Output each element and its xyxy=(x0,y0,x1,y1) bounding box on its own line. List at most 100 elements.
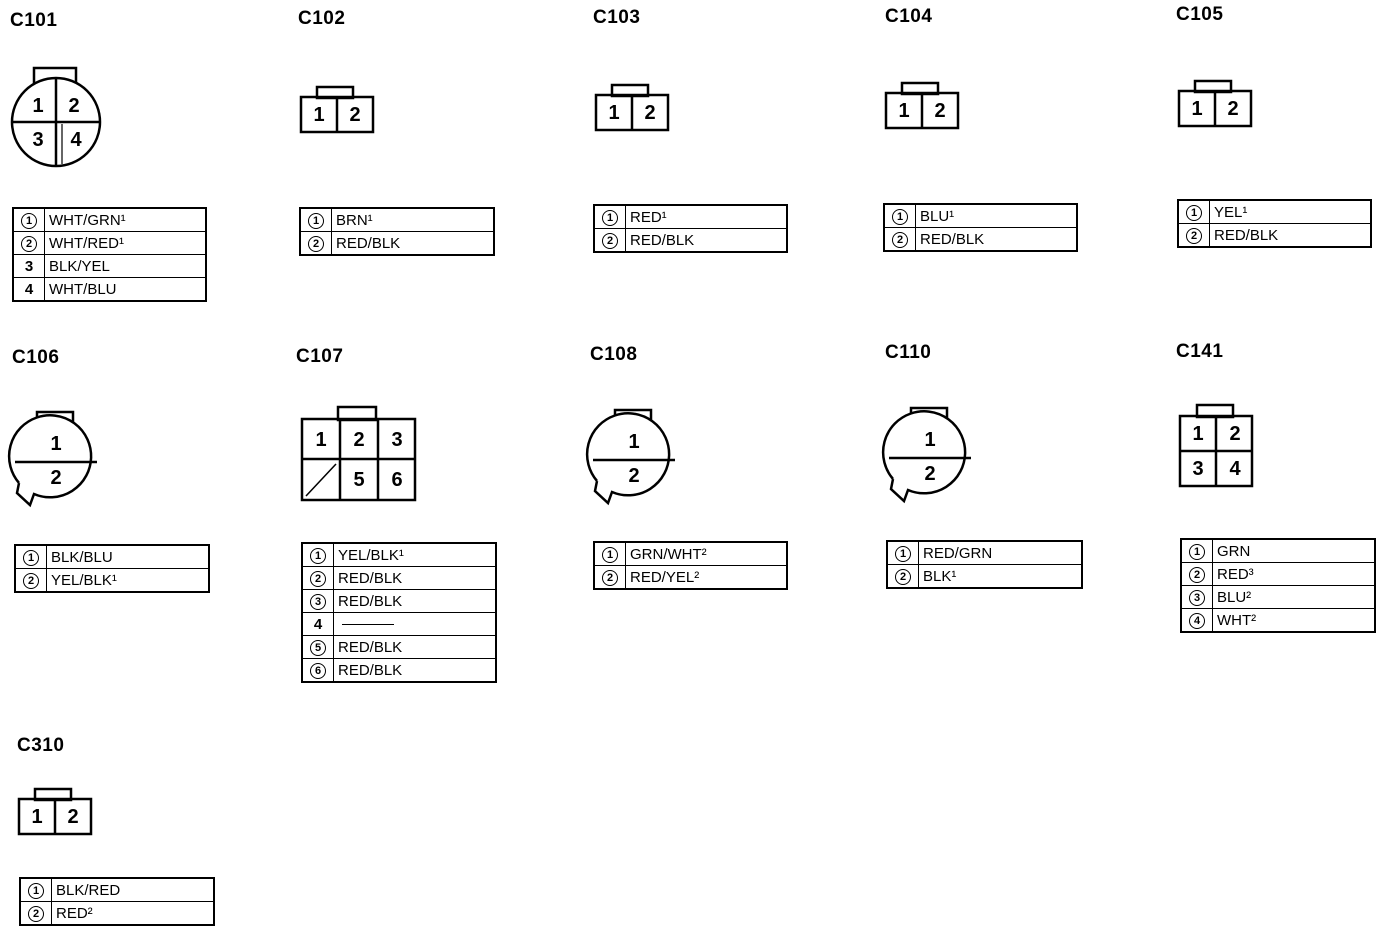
no-wire-dash xyxy=(342,624,394,626)
wire-color: GRN/WHT² xyxy=(625,541,788,566)
connector-label: C106 xyxy=(12,347,60,368)
wire-color: RED/BLK xyxy=(333,566,497,590)
face-pin-number: 2 xyxy=(50,467,61,489)
pin-number: 3 xyxy=(12,254,45,278)
pin-number: 3 xyxy=(301,589,334,613)
pin-number: 3 xyxy=(1180,585,1213,609)
wire-color: RED/BLK xyxy=(625,228,788,253)
wire-color: BLU² xyxy=(1212,585,1376,609)
wire-color: WHT/BLU xyxy=(44,277,207,302)
face-pin-number: 2 xyxy=(1227,98,1238,120)
face-pin-number: 1 xyxy=(924,429,935,451)
pin-number: 1 xyxy=(14,544,47,569)
connector-label: C103 xyxy=(593,7,641,28)
pin-row: 3 BLU² xyxy=(1180,585,1376,609)
pin-number: 1 xyxy=(299,207,332,232)
wire-color: RED/BLK xyxy=(915,227,1078,252)
face-pin-number: 1 xyxy=(313,104,324,126)
face-pin-number: 1 xyxy=(628,431,639,453)
pin-row: 6 RED/BLK xyxy=(301,658,497,683)
circled-pin-number: 2 xyxy=(1189,567,1205,583)
wire-color: RED/BLK xyxy=(333,635,497,659)
circled-pin-number: 1 xyxy=(602,210,618,226)
circled-pin-number: 1 xyxy=(892,209,908,225)
pin-number-text: 4 xyxy=(313,615,323,633)
empty-cavity-slash xyxy=(305,463,337,497)
pin-number: 2 xyxy=(593,565,626,590)
circled-pin-number: 1 xyxy=(895,546,911,562)
wire-color: RED¹ xyxy=(625,204,788,229)
connector-body xyxy=(7,414,93,508)
circled-pin-number: 5 xyxy=(310,640,326,656)
connector-face-c110: 12 xyxy=(881,406,971,504)
face-pin-number: 1 xyxy=(608,102,619,124)
circled-pin-number: 2 xyxy=(895,569,911,585)
connector-face-c106: 12 xyxy=(7,410,97,508)
face-pin-number: 2 xyxy=(644,102,655,124)
face-pin-number: 1 xyxy=(1191,98,1202,120)
circled-pin-number: 2 xyxy=(310,571,326,587)
circled-pin-number: 1 xyxy=(23,550,39,566)
connector-label: C104 xyxy=(885,6,933,27)
pin-number: 2 xyxy=(1177,223,1210,248)
pin-row: 1 GRN xyxy=(1180,538,1376,563)
pin-number: 2 xyxy=(19,901,52,926)
pin-number: 1 xyxy=(593,541,626,566)
wire-color: RED/BLK xyxy=(1209,223,1372,248)
connector-label: C101 xyxy=(10,10,58,31)
circled-pin-number: 1 xyxy=(1189,544,1205,560)
face-pin-number: 1 xyxy=(32,95,43,117)
pin-row: 4 xyxy=(301,612,497,636)
face-pin-number: 4 xyxy=(1229,458,1241,480)
face-pin-number: 2 xyxy=(1229,423,1240,445)
circled-pin-number: 1 xyxy=(1186,205,1202,221)
face-pin-number: 1 xyxy=(1192,423,1203,445)
connector-body xyxy=(585,412,671,506)
circled-pin-number: 6 xyxy=(310,663,326,679)
pin-row: 1 YEL¹ xyxy=(1177,199,1372,224)
wire-color: RED² xyxy=(51,901,215,926)
pin-row: 2 RED/BLK xyxy=(301,566,497,590)
wire-color: RED/BLK xyxy=(333,658,497,683)
circled-pin-number: 2 xyxy=(23,573,39,589)
connector-label: C110 xyxy=(885,342,932,363)
pin-number: 1 xyxy=(12,207,45,232)
wire-color: RED/GRN xyxy=(918,540,1083,565)
face-pin-number: 1 xyxy=(31,806,42,828)
circled-pin-number: 2 xyxy=(308,236,324,252)
circled-pin-number: 3 xyxy=(1189,590,1205,606)
wire-color: YEL/BLK¹ xyxy=(46,568,210,593)
wire-color: RED³ xyxy=(1212,562,1376,586)
pin-number: 2 xyxy=(886,564,919,589)
face-pin-number: 2 xyxy=(353,429,364,451)
circled-pin-number: 1 xyxy=(28,883,44,899)
connector-label: C107 xyxy=(296,346,344,367)
pin-number: 2 xyxy=(12,231,45,255)
wire-color: YEL/BLK¹ xyxy=(333,542,497,567)
face-pin-number: 2 xyxy=(68,95,79,117)
face-pin-number: 3 xyxy=(32,129,43,151)
circled-pin-number: 1 xyxy=(602,547,618,563)
circled-pin-number: 2 xyxy=(602,233,618,249)
pin-number: 1 xyxy=(886,540,919,565)
connector-label: C102 xyxy=(298,8,346,29)
wire-color: YEL¹ xyxy=(1209,199,1372,224)
circled-pin-number: 2 xyxy=(21,236,37,252)
face-pin-number: 4 xyxy=(70,129,82,151)
wire-color: GRN xyxy=(1212,538,1376,563)
circled-pin-number: 1 xyxy=(21,213,37,229)
connector-body xyxy=(881,410,967,504)
